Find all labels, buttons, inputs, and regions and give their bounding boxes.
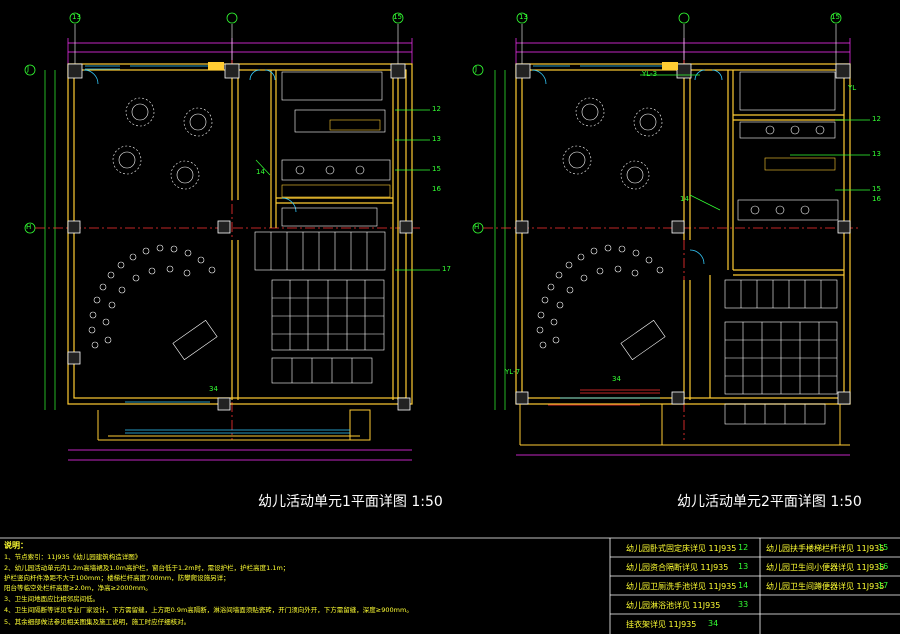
plan1-callout-16: 16 bbox=[432, 185, 441, 193]
note-line: 5、其余细部做法参见相关图集及施工说明，施工时应仔细核对。 bbox=[4, 618, 191, 626]
plan1-axis-label-left-mid: H bbox=[26, 223, 32, 231]
plan2-callout-34: 34 bbox=[612, 375, 621, 383]
note-line: 4、卫生间隔断等详见专业厂家设计，下方需留缝，上方距0.9m高隔断，淋浴间墙面须… bbox=[4, 606, 413, 614]
plan1-tables bbox=[112, 97, 213, 190]
plan2-callout-12: 12 bbox=[872, 115, 881, 123]
ref-item-num: 12 bbox=[738, 543, 749, 552]
plan-2 bbox=[472, 12, 870, 456]
plan1-callout-15: 15 bbox=[432, 165, 441, 173]
ref-item-label: 幼儿园资合隔断详见 11J935 bbox=[626, 563, 729, 572]
note-line: 2、幼儿园活动单元内1.2m高墙裙及1.0m高护栏，窗台低于1.2m时，需设护栏… bbox=[4, 564, 290, 572]
plan1-callout-17: 17 bbox=[442, 265, 451, 273]
plan2-axis-label-top-left: 13 bbox=[519, 13, 528, 21]
plan1-chair-arc bbox=[88, 244, 216, 349]
ref-item-num: 13 bbox=[738, 562, 749, 571]
plan1-axis-bubbles bbox=[24, 12, 404, 234]
title-block-frame bbox=[0, 537, 900, 634]
axis-bubble-15 bbox=[392, 12, 404, 24]
note-line: 1、节点索引：11J935《幼儿园建筑构造详图》 bbox=[4, 553, 142, 561]
plan2-axis-label-left-top: J bbox=[475, 65, 478, 73]
plan1-callout-14: 14 bbox=[256, 168, 265, 176]
ref-item-label: 幼儿园卫生间蹲便器详见 11J935 bbox=[766, 582, 885, 591]
note-line: 护栏竖向杆件净距不大于100mm；楼梯栏杆高度700mm，防攀爬设施另详； bbox=[4, 574, 230, 582]
notes-header: 说明： bbox=[4, 541, 28, 550]
note-line: 阳台等临空处栏杆高度≥2.0m，净高≥2000mm。 bbox=[4, 584, 152, 592]
plan1-top-dimensions bbox=[67, 38, 413, 66]
plan2-axis-label-left-mid: H bbox=[474, 223, 480, 231]
ref-item-label: 幼儿园卫厕洗手池详见 11J935 bbox=[626, 582, 737, 591]
ref-item-num: 14 bbox=[738, 581, 749, 590]
plan1-axis-label-left-top: J bbox=[27, 65, 30, 73]
note-line: 3、卫生间地面应比相邻房间低。 bbox=[4, 595, 100, 603]
plan2-tables bbox=[562, 97, 663, 190]
plan1-walls bbox=[67, 63, 413, 405]
plan2-columns bbox=[515, 63, 851, 405]
plan2-tag-yl3: YL-3 bbox=[642, 70, 658, 78]
plan2-beds bbox=[724, 279, 838, 425]
plan1-callout-12: 12 bbox=[432, 105, 441, 113]
ref-item-label: 幼儿园卫生间小便器详见 11J935 bbox=[766, 563, 885, 572]
ref-item-num: 16 bbox=[878, 562, 889, 571]
plan1-callout-13: 13 bbox=[432, 135, 441, 143]
plan2-title: 幼儿活动单元2平面详图 1:50 bbox=[677, 494, 862, 510]
ref-item-num: 33 bbox=[738, 600, 749, 609]
design-notes: 说明： 1、节点索引：11J935《幼儿园建筑构造详图》 2、幼儿园活动单元内1… bbox=[0, 538, 610, 634]
ref-item-label: 幼儿园淋浴池详见 11J935 bbox=[626, 601, 721, 610]
plan1-beds bbox=[254, 231, 386, 384]
plan1-axis-label-top-right: 15 bbox=[393, 13, 402, 21]
plan2-axis-label-top-right: 15 bbox=[831, 13, 840, 21]
axis-bubble-14 bbox=[226, 12, 238, 24]
plan1-axis-label-top-left: 13 bbox=[72, 13, 81, 21]
ref-item-num: 15 bbox=[878, 543, 889, 552]
axis-bubble-13 bbox=[69, 12, 81, 24]
plan2-chair-arc bbox=[536, 244, 664, 349]
plan2-callout-16: 16 bbox=[872, 195, 881, 203]
axis-bubble-J bbox=[24, 64, 36, 76]
plan2-callout-13: 13 bbox=[872, 150, 881, 158]
ref-item-num: 17 bbox=[878, 581, 889, 590]
plan2-tag-yl: YL bbox=[848, 84, 857, 92]
ref-item-label: 幼儿园扶手楼梯栏杆详见 11J935 bbox=[766, 544, 885, 553]
plan2-callout-14: 14 bbox=[680, 195, 689, 203]
plan1-columns bbox=[67, 63, 413, 411]
ref-item-label: 幼儿园卧式固定床详见 11J935 bbox=[626, 544, 737, 553]
plan2-tag-yl7: YL-7 bbox=[505, 368, 521, 376]
plan-1 bbox=[24, 12, 440, 461]
plan1-callout-34: 34 bbox=[209, 385, 218, 393]
ref-item-num: 34 bbox=[708, 619, 719, 628]
ref-item-label: 挂衣架详见 11J935 bbox=[626, 620, 697, 629]
plan2-callout-15: 15 bbox=[872, 185, 881, 193]
plan1-title: 幼儿活动单元1平面详图 1:50 bbox=[258, 494, 443, 510]
